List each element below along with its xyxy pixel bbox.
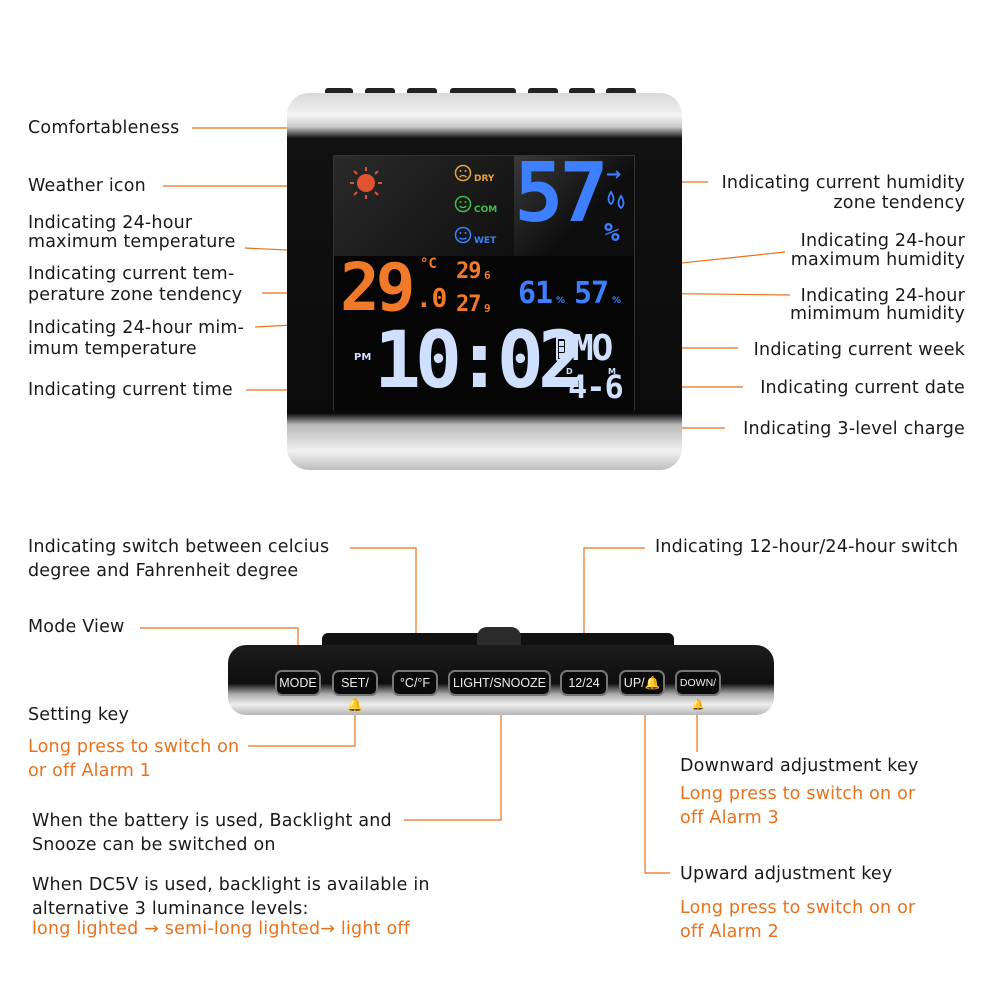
sun-icon	[350, 167, 382, 199]
weather-panel	[334, 156, 514, 256]
leader-up-key	[644, 698, 670, 874]
humidity-percent: %	[604, 218, 620, 248]
label-min-temp-line1: Indicating 24-hour mim-	[28, 318, 245, 338]
humidity-max-value: 61	[518, 276, 553, 311]
top-key	[606, 88, 636, 96]
temp-min-value: 27	[456, 292, 481, 317]
label-temp-tendency-line1: Indicating current tem-	[28, 264, 235, 284]
label-dc-line3: long lighted → semi-long lighted→ light …	[32, 919, 411, 939]
label-backlight-line2: Snooze can be switched on	[32, 835, 276, 855]
mode-key[interactable]: MODE	[275, 670, 321, 696]
label-temp-tendency-line2: perature zone tendency	[28, 285, 243, 305]
light-snooze-key[interactable]: LIGHT/SNOOZE	[448, 670, 551, 696]
lcd-screen: DRY COM WET 57 → % 29 .0 °C 29 6 27 9 61…	[333, 146, 635, 410]
label-mode-view: Mode View	[28, 617, 125, 637]
leader-light-snooze	[404, 698, 502, 821]
label-max-temp-line1: Indicating 24-hour	[28, 213, 193, 233]
top-key	[450, 88, 516, 96]
top-key	[569, 88, 595, 96]
date-value: 4-6	[568, 368, 624, 406]
humidity-trend-arrow-icon: →	[606, 164, 622, 185]
battery-icon	[556, 337, 567, 361]
label-min-humidity-line1: Indicating 24-hour	[800, 286, 965, 306]
humidity-min-value: 57	[574, 276, 609, 311]
temp-main-value: 29	[340, 249, 416, 326]
label-dc-line2: alternative 3 luminance levels:	[32, 899, 309, 919]
label-current-time: Indicating current time	[28, 380, 233, 400]
temp-decimal: .0	[416, 284, 448, 314]
label-min-temp-line2: imum temperature	[28, 339, 197, 359]
water-drops-icon	[607, 190, 625, 210]
humidity-max-percent: %	[556, 296, 566, 306]
up-key[interactable]: UP/🔔	[619, 670, 665, 696]
comfort-dry-label: DRY	[474, 174, 495, 184]
label-alarm2-line2: off Alarm 2	[680, 922, 779, 942]
temp-max-value: 29	[456, 259, 481, 284]
back-knob	[477, 627, 521, 645]
dry-face-icon	[454, 164, 472, 182]
label-current-date: Indicating current date	[760, 378, 965, 398]
label-max-humidity-line2: maximum humidity	[790, 250, 965, 270]
label-hour-switch: Indicating 12-hour/24-hour switch	[655, 537, 959, 557]
top-key	[365, 88, 395, 96]
label-max-temp-line2: maximum temperature	[28, 232, 236, 252]
label-current-week: Indicating current week	[753, 340, 965, 360]
temp-max-decimal: 6	[484, 269, 491, 282]
label-alarm3-line1: Long press to switch on or	[680, 784, 916, 804]
time-value: 10:02	[374, 316, 585, 406]
top-key	[528, 88, 558, 96]
label-dc-line1: When DC5V is used, backlight is availabl…	[32, 875, 430, 895]
time-panel	[334, 326, 634, 410]
top-key	[407, 88, 437, 96]
label-setting-key: Setting key	[28, 705, 130, 725]
label-down-key: Downward adjustment key	[680, 756, 919, 776]
label-alarm2-line1: Long press to switch on or	[680, 898, 916, 918]
label-celsius-line2: degree and Fahrenheit degree	[28, 561, 299, 581]
comfort-com-label: COM	[474, 205, 498, 215]
humidity-main-value: 57	[514, 146, 609, 241]
comfort-wet-label: WET	[474, 236, 497, 246]
label-up-key: Upward adjustment key	[680, 864, 893, 884]
label-min-humidity-line2: mimimum humidity	[789, 304, 965, 324]
label-alarm1-line2: or off Alarm 1	[28, 761, 152, 781]
week-value: MO	[572, 328, 613, 369]
label-alarm3-line2: off Alarm 3	[680, 808, 779, 828]
temp-unit: °C	[420, 256, 437, 272]
label-backlight-line1: When the battery is used, Backlight and	[32, 811, 392, 831]
label-charge: Indicating 3-level charge	[743, 419, 965, 439]
celsius-fahrenheit-key[interactable]: °C/°F	[392, 670, 438, 696]
label-alarm1-line1: Long press to switch on	[28, 737, 240, 757]
date-m-label: M	[608, 367, 616, 376]
pm-indicator: PM	[354, 352, 372, 363]
date-d-label: D	[566, 367, 573, 376]
label-max-humidity-line1: Indicating 24-hour	[800, 231, 965, 251]
down-key[interactable]: DOWN/🔔	[675, 670, 721, 711]
label-humidity-tendency-line1: Indicating current humidity	[721, 173, 965, 193]
set-key[interactable]: SET/🔔	[332, 670, 378, 712]
label-comfortableness: Comfortableness	[28, 118, 180, 138]
humidity-min-percent: %	[612, 296, 622, 306]
label-humidity-tendency-line2: zone tendency	[833, 193, 965, 213]
label-weather-icon: Weather icon	[28, 176, 146, 196]
humidity-panel	[514, 156, 634, 256]
com-face-icon	[454, 195, 472, 213]
label-celsius-line1: Indicating switch between celcius	[28, 537, 330, 557]
hour-switch-key[interactable]: 12/24	[560, 670, 608, 696]
wet-face-icon	[454, 226, 472, 244]
top-key	[325, 88, 353, 96]
temp-min-decimal: 9	[484, 302, 491, 315]
